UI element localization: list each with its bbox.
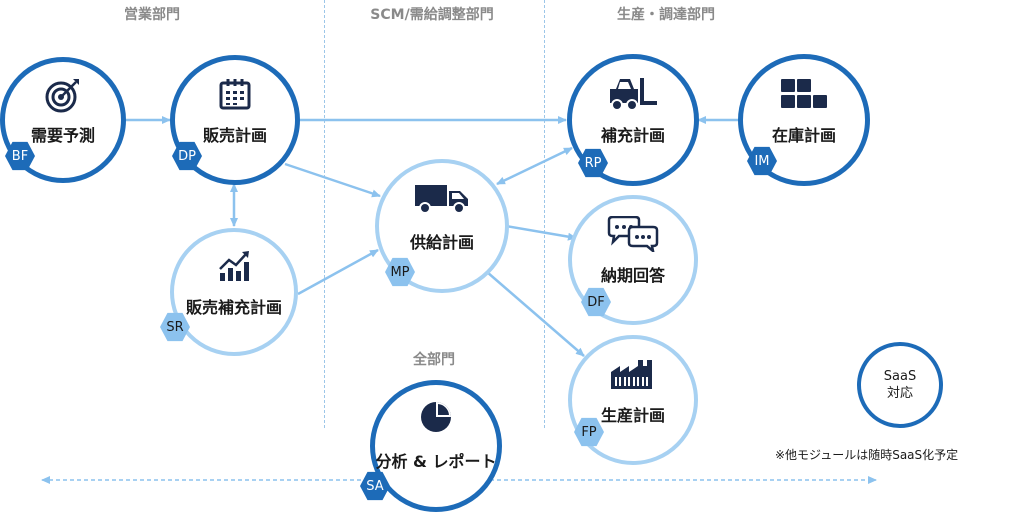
badge-df: DF [581,287,611,317]
divider-left [324,0,325,428]
arrow-sr-mp [297,248,379,296]
node-label: 生産計画 [600,406,665,426]
section-label-all: 全部門 [413,352,455,368]
badge-rp: RP [578,148,608,178]
node-inventory-plan[interactable]: 在庫計画 [738,54,870,186]
divider-right [544,0,545,428]
badge-fp: FP [574,417,604,447]
badge-mp: MP [385,257,415,287]
badge-im: IM [747,146,777,176]
section-label-production: 生産・調達部門 [617,7,715,23]
chat-bubbles-icon [607,215,659,256]
node-label: 需要予測 [30,126,95,146]
footnote: ※他モジュールは随時SaaS化予定 [775,448,959,462]
forklift-icon [608,77,658,115]
node-label: 分析 & レポート [375,452,497,472]
calendar-icon [218,77,252,115]
node-sales-replenishment-plan[interactable]: 販売補充計画 [170,228,298,356]
node-label: 補充計画 [600,126,665,146]
saas-legend-line1: SaaS [883,369,917,384]
arrow-dp-mp [284,162,381,198]
node-label: 販売補充計画 [185,298,282,318]
node-label: 供給計画 [409,232,474,252]
factory-icon [610,358,656,394]
badge-sr: SR [160,312,190,342]
node-label: 販売計画 [202,126,267,146]
boxes-icon [779,77,829,115]
badge-bf: BF [5,141,35,171]
node-label: 納期回答 [600,266,665,286]
arrow-mp-fp [486,271,585,357]
section-label-sales: 営業部門 [124,7,180,23]
badge-dp: DP [172,141,202,171]
arrow-mp-rp [496,146,573,186]
section-label-scm: SCM/需給調整部門 [370,7,494,23]
growth-chart-icon [217,249,251,287]
target-icon [45,77,81,117]
node-analysis-report[interactable]: 分析 & レポート [370,380,502,512]
truck-icon [414,184,470,218]
pie-chart-icon [418,399,454,439]
saas-legend: SaaS 対応 [857,342,943,428]
saas-legend-line2: 対応 [886,386,913,401]
badge-sa: SA [360,471,390,501]
arrow-mp-df [505,224,577,241]
node-label: 在庫計画 [771,126,836,146]
